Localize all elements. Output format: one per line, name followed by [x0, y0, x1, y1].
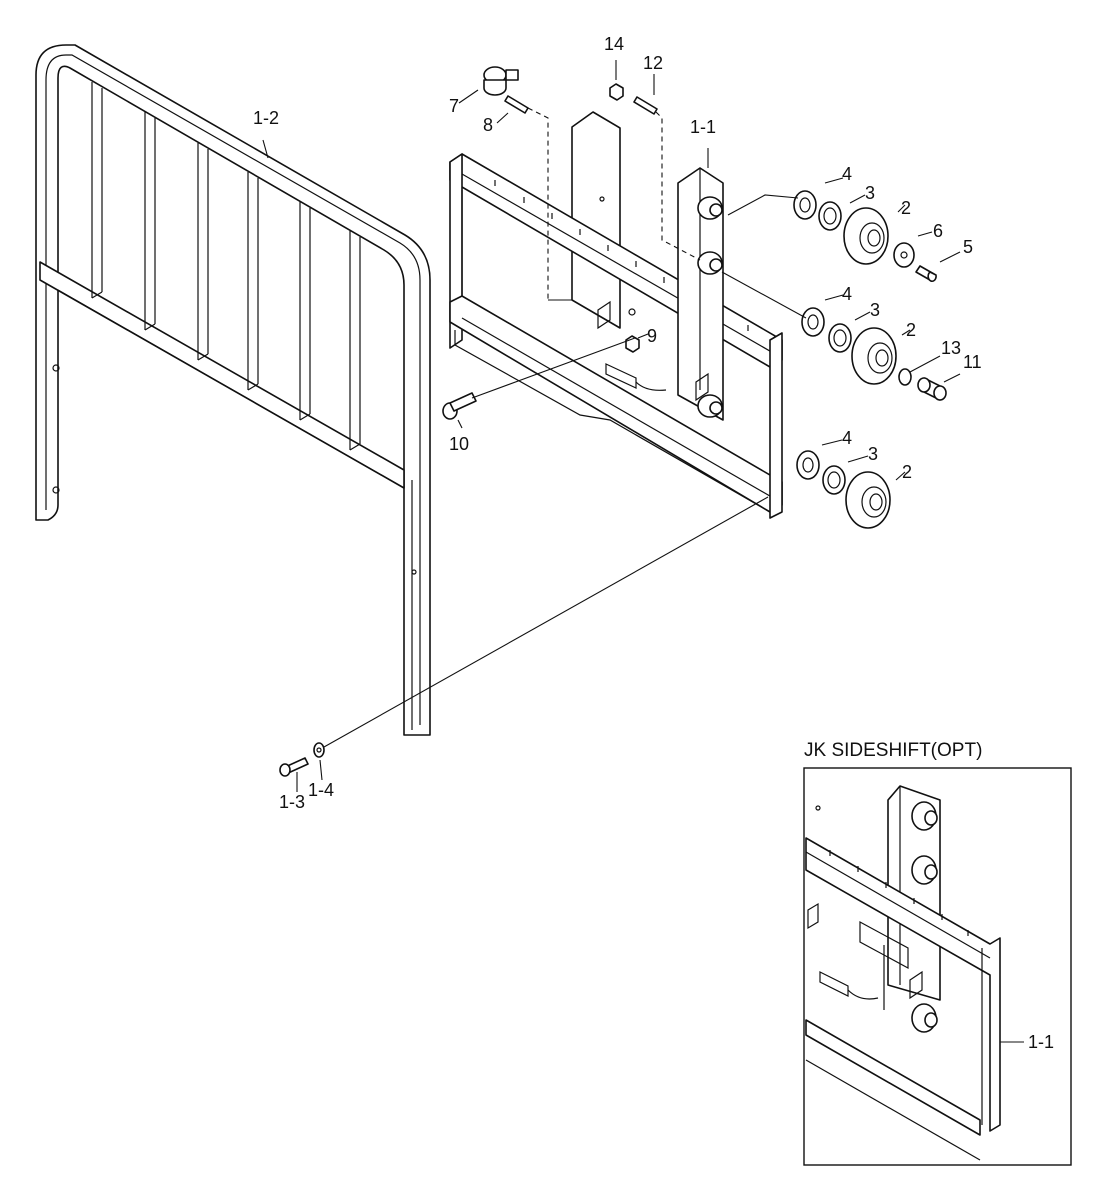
- callout-2-lower: 2: [902, 462, 912, 482]
- roller-set-lower: [796, 450, 891, 529]
- callout-11: 11: [963, 352, 982, 372]
- callout-7: 7: [449, 96, 459, 116]
- inset-panel: JK SIDESHIFT(OPT) 1-1: [803, 740, 1072, 1166]
- callout-4-upper: 4: [842, 164, 852, 184]
- callout-1-2: 1-2: [253, 108, 279, 128]
- callout-6: 6: [933, 221, 943, 241]
- callout-4-middle: 4: [842, 284, 852, 304]
- callout-1-3: 1-3: [279, 792, 305, 812]
- callout-10: 10: [449, 434, 469, 454]
- inset-title: JK SIDESHIFT(OPT): [804, 740, 982, 761]
- callout-14: 14: [604, 34, 624, 54]
- callout-3-lower: 3: [868, 444, 878, 464]
- callout-1-4: 1-4: [308, 780, 334, 800]
- callout-3-middle: 3: [870, 300, 880, 320]
- callout-1-1: 1-1: [690, 117, 716, 137]
- callout-3-upper: 3: [865, 183, 875, 203]
- callout-9: 9: [647, 326, 657, 346]
- fork-carriage: [449, 111, 783, 519]
- callout-12: 12: [643, 53, 663, 73]
- inset-callout-1-1: 1-1: [1028, 1032, 1054, 1052]
- leader-lines: [262, 60, 961, 792]
- small-fasteners: [279, 66, 658, 777]
- roller-set-upper: [793, 190, 937, 283]
- load-backrest: [35, 44, 431, 736]
- callout-labels: 1-2 1-1 1-3 1-4 7 8 14 12 4 3 2 6 5 4 3 …: [253, 34, 982, 812]
- callout-5: 5: [963, 237, 973, 257]
- callout-4-lower: 4: [842, 428, 852, 448]
- roller-set-middle: [801, 307, 947, 401]
- callout-13: 13: [941, 338, 961, 358]
- callout-2-upper: 2: [901, 198, 911, 218]
- callout-2-middle: 2: [906, 320, 916, 340]
- callout-8: 8: [483, 115, 493, 135]
